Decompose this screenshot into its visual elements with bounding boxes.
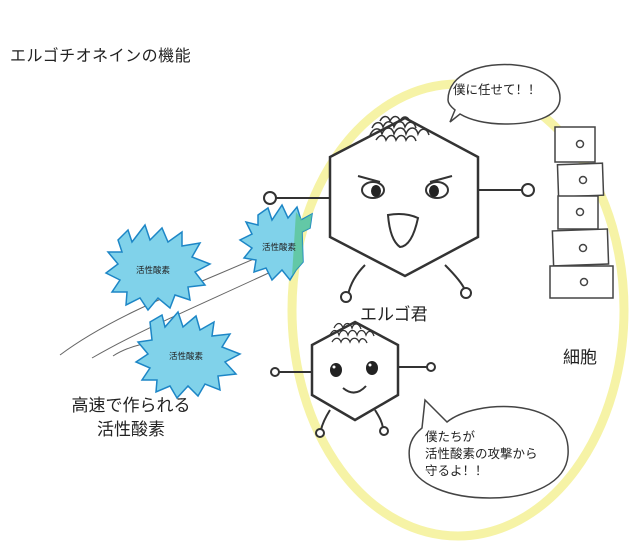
ergo-label: エルゴ君	[360, 305, 428, 325]
speech-bubble-bottom	[408, 398, 569, 499]
fast-ros-label: 高速で作られる 活性酸素	[56, 394, 206, 442]
page-title: エルゴチオネインの機能	[10, 46, 192, 65]
ros-blob-2	[134, 310, 242, 400]
ergo-small-right-hand	[426, 362, 436, 372]
speech-bubble-top	[447, 63, 561, 125]
ergo-small-left-foot	[315, 428, 325, 438]
ergo-big-right-hand	[521, 183, 535, 197]
bubble-bottom-text: 僕たちが 活性酸素の攻撃から 守るよ！！	[425, 428, 575, 479]
fast-ros-label-line1: 高速で作られる	[71, 396, 191, 416]
cell-drawers	[549, 126, 614, 299]
cell-label: 細胞	[563, 348, 597, 368]
ros-label-2: 活性酸素	[169, 352, 204, 362]
ergo-big-left-foot	[340, 291, 352, 303]
ergo-big-right-foot	[460, 287, 472, 299]
fast-ros-label-line2: 活性酸素	[97, 420, 165, 440]
bubble-bottom-line1: 僕たちが	[425, 429, 476, 444]
ergo-big-left-hand	[263, 191, 277, 205]
ergo-big	[263, 115, 535, 303]
bubble-top-text: 僕に任せて！！	[453, 82, 541, 97]
ergo-small	[270, 320, 436, 438]
bubble-bottom-line3: 守るよ！！	[425, 463, 488, 478]
ros-label-1: 活性酸素	[136, 266, 171, 276]
ergo-small-right-foot	[379, 426, 389, 436]
ergo-small-left-hand	[270, 367, 280, 377]
ros-label-3: 活性酸素	[262, 243, 297, 253]
bubble-bottom-line2: 活性酸素の攻撃から	[425, 446, 538, 461]
ros-blob-3	[238, 203, 313, 282]
ros-blob-1	[104, 223, 212, 312]
